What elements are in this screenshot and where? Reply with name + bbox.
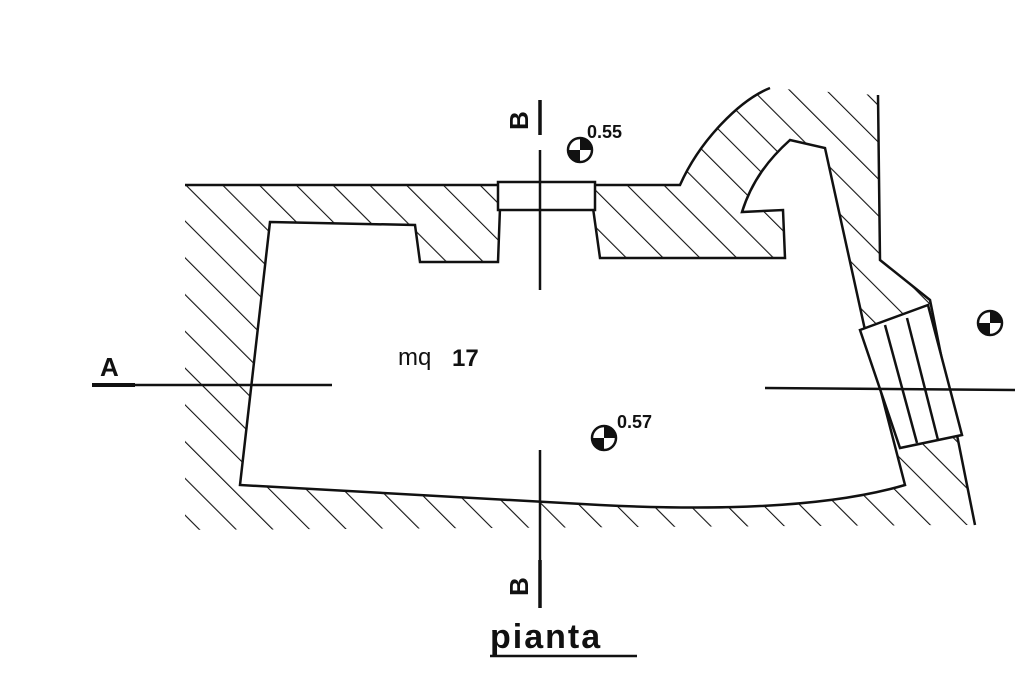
elevation-marker-north-icon [566, 136, 594, 164]
area-value: 17 [452, 345, 479, 372]
section-line-a [92, 383, 1016, 392]
elevation-marker-center-icon [590, 424, 618, 452]
elevation-marker-east-icon [976, 309, 1004, 337]
north-door [496, 180, 597, 212]
east-stairs [858, 303, 964, 450]
drawing-title: pianta [490, 618, 602, 656]
section-a-label: A [100, 352, 119, 382]
section-b-label-top: B [504, 111, 534, 130]
elevation-north: 0.55 [587, 122, 622, 142]
elevation-center: 0.57 [617, 412, 652, 432]
area-label: mq [398, 344, 431, 371]
section-b-label-bottom: B [504, 577, 534, 596]
